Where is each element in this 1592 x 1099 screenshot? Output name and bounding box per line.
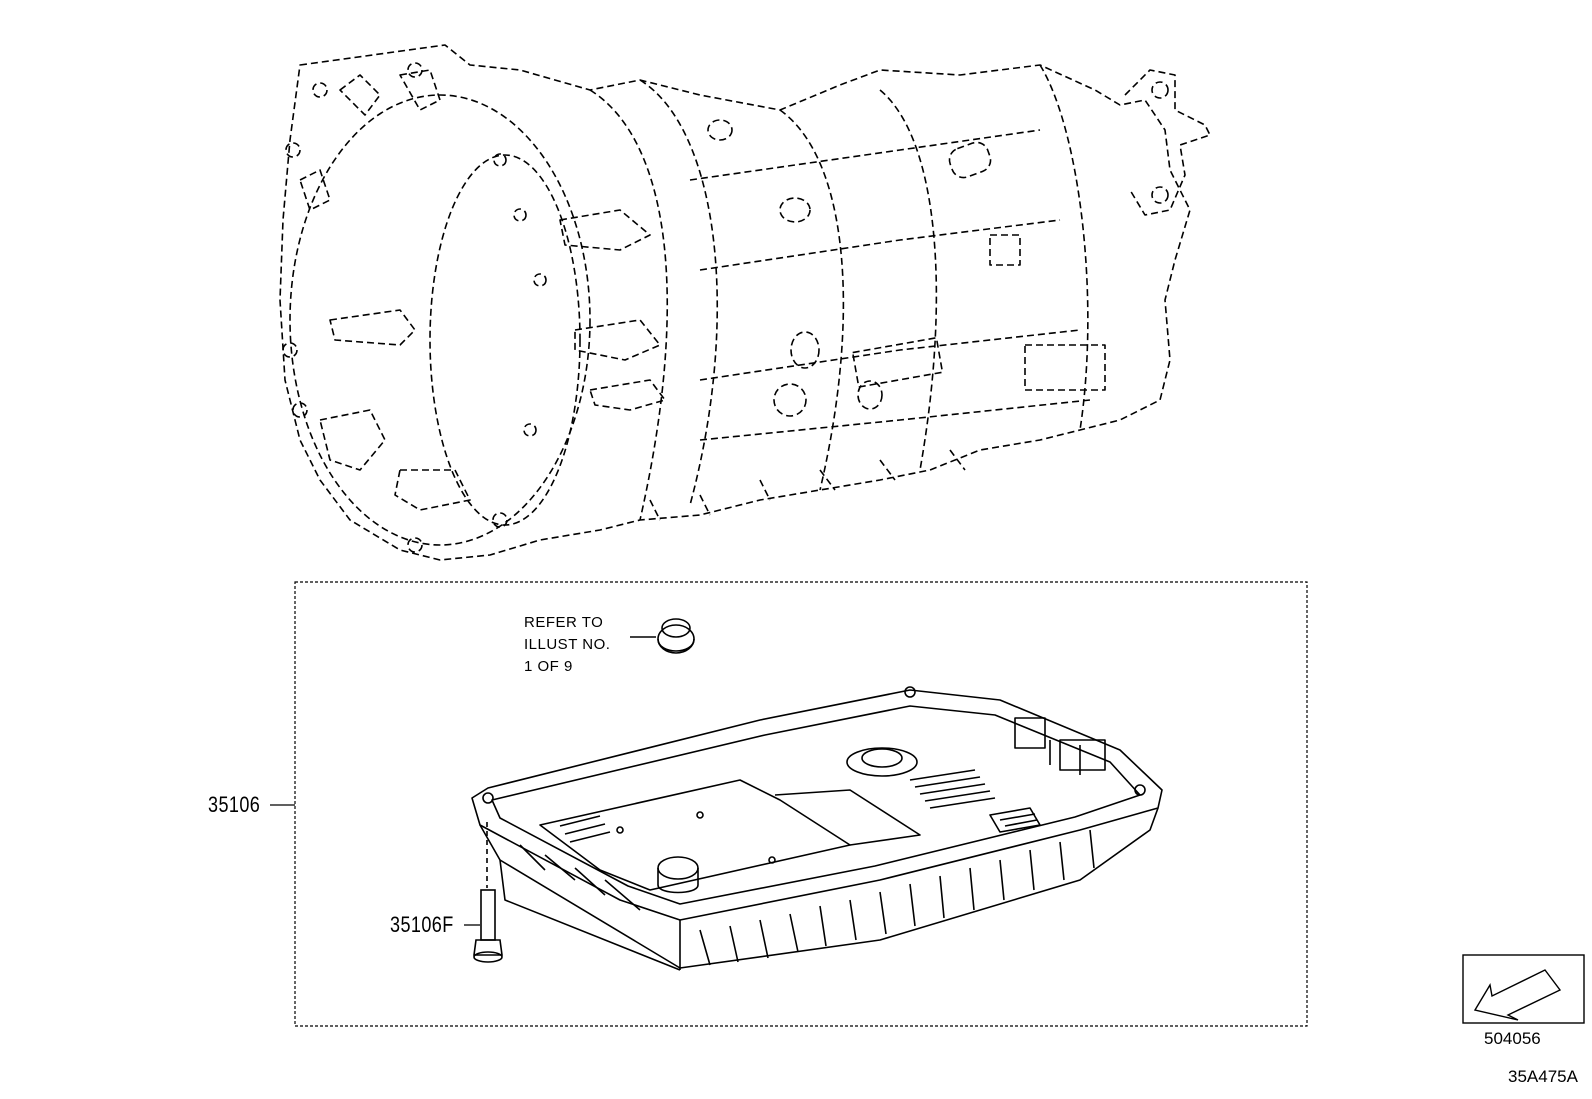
page-code: 504056 (1484, 1029, 1541, 1048)
pan-part-number: 35106 (208, 792, 261, 817)
bolt (473, 822, 503, 963)
refer-note-line1: REFER TO (524, 614, 604, 631)
leader-lines (270, 804, 480, 926)
drain-plug (630, 618, 695, 654)
direction-arrow-icon (1462, 954, 1585, 1024)
transmission-housing (279, 44, 1211, 561)
illustration-code: 35A475A (1508, 1067, 1578, 1086)
assembly-frame (294, 581, 1308, 1027)
refer-note-line3: 1 OF 9 (524, 658, 573, 675)
oil-pan (471, 686, 1163, 971)
refer-note-line2: ILLUST NO. (524, 636, 611, 653)
bolt-part-number: 35106F (390, 912, 454, 937)
